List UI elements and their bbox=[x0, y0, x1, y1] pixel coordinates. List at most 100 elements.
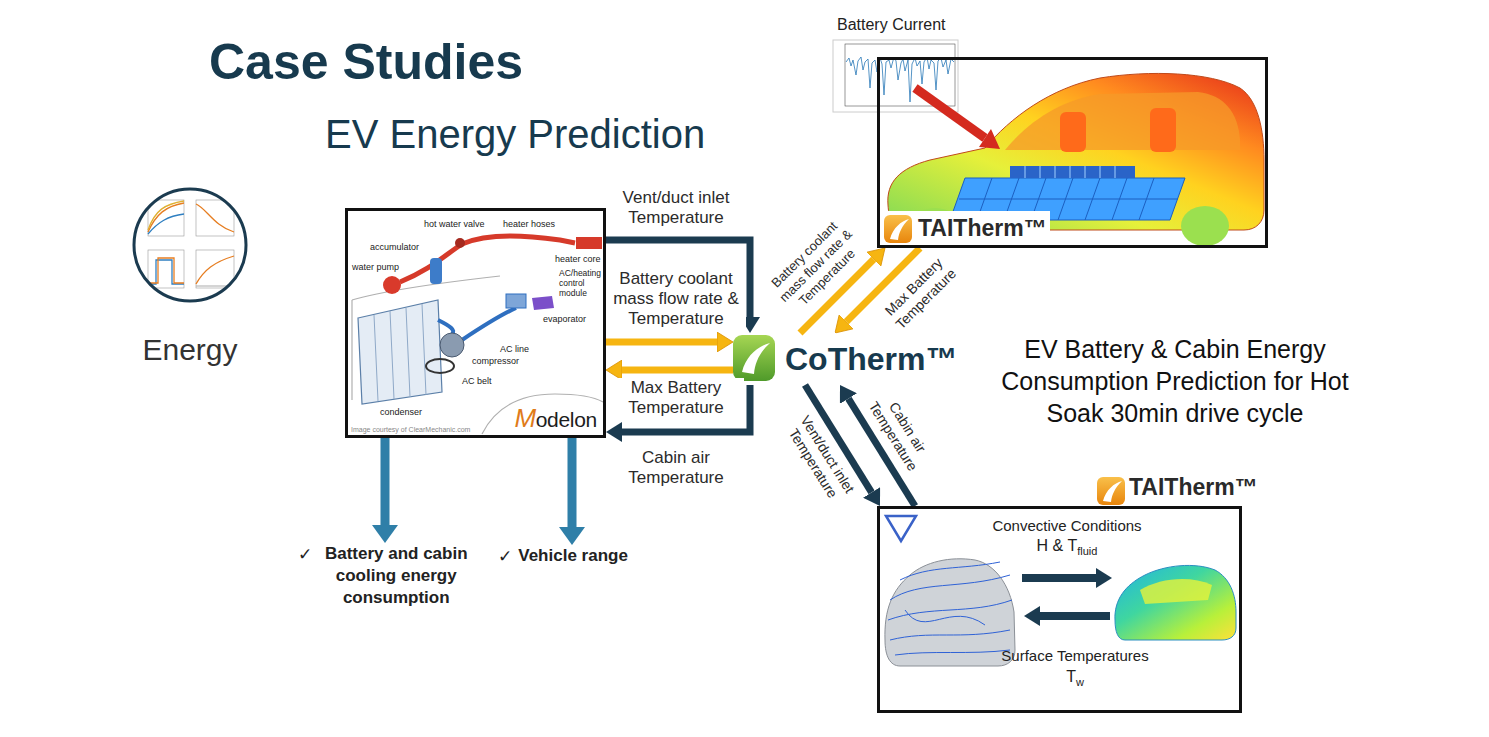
annotation: w bbox=[1076, 676, 1084, 688]
part-label: evaporator bbox=[543, 314, 586, 324]
app-icon bbox=[884, 215, 912, 243]
part-label: condenser bbox=[380, 407, 422, 417]
formula-group: H & Tfluid bbox=[1007, 537, 1127, 557]
flow-arrow bbox=[622, 367, 733, 374]
flow-arrow bbox=[568, 438, 577, 527]
node-label: Modelon bbox=[514, 403, 597, 434]
annotation: T bbox=[1066, 668, 1076, 685]
energy-charts bbox=[148, 214, 184, 234]
hvac-illustration bbox=[383, 276, 401, 294]
part-label: hot water valve bbox=[424, 219, 485, 229]
battery-car bbox=[1005, 92, 1240, 150]
edge-label: Max Battery Temperature bbox=[609, 378, 744, 418]
app-icon bbox=[1097, 477, 1125, 505]
node-label: Battery and cabin cooling energy consump… bbox=[318, 543, 474, 609]
battery-car bbox=[1010, 166, 1135, 178]
formula-group: Tw bbox=[1015, 668, 1135, 688]
part-label: compressor bbox=[472, 356, 519, 366]
slide-title: Case Studies bbox=[209, 33, 523, 91]
part-label: AC/heating control module bbox=[559, 268, 603, 298]
hvac-illustration bbox=[440, 333, 464, 357]
hvac-illustration bbox=[352, 236, 603, 434]
cfd-coupling bbox=[886, 516, 916, 541]
cfd-coupling bbox=[1140, 579, 1212, 604]
node-label: TAITherm™ bbox=[1129, 474, 1258, 501]
cfd-coupling bbox=[1024, 606, 1040, 626]
battery-car bbox=[1181, 206, 1229, 245]
flow-arrow bbox=[606, 339, 717, 346]
annotation: Surface Temperatures bbox=[975, 647, 1175, 664]
battery-car bbox=[979, 129, 1000, 149]
energy-charts bbox=[196, 256, 234, 284]
node-label: ✓ bbox=[298, 543, 312, 565]
cfd-coupling bbox=[885, 559, 1015, 666]
app-icon bbox=[733, 335, 775, 381]
edge-label: Battery coolant mass flow rate & Tempera… bbox=[760, 210, 872, 322]
hvac-illustration bbox=[358, 300, 442, 404]
edge-label: Cabin air Temperature bbox=[609, 448, 744, 488]
cfd-coupling bbox=[1039, 612, 1110, 620]
energy-charts bbox=[148, 200, 184, 236]
edge-label: Max Battery Temperature bbox=[873, 246, 968, 341]
part-label: AC line bbox=[500, 344, 529, 354]
hvac-illustration bbox=[426, 359, 454, 373]
part-label: heater core bbox=[555, 254, 601, 264]
battery-car bbox=[880, 211, 1050, 245]
edge-label: Battery coolant mass flow rate & Tempera… bbox=[606, 269, 746, 329]
current-plot bbox=[846, 57, 954, 102]
energy-charts bbox=[148, 250, 184, 288]
app-icon bbox=[890, 219, 909, 240]
cfd-coupling bbox=[1022, 574, 1097, 582]
circle-outline bbox=[134, 189, 246, 301]
hvac-illustration bbox=[506, 294, 526, 308]
app-icon bbox=[742, 343, 770, 374]
energy-charts bbox=[148, 200, 234, 288]
node-label: ✓ bbox=[498, 545, 512, 567]
hvac-illustration bbox=[532, 296, 554, 310]
cfd-coupling bbox=[1115, 565, 1236, 640]
hvac-illustration bbox=[374, 304, 426, 401]
app-icon bbox=[1103, 481, 1122, 502]
battery-car bbox=[1025, 166, 1115, 178]
energy-charts bbox=[148, 258, 184, 283]
output-item: ✓ Battery and cabin cooling energy consum… bbox=[298, 543, 484, 609]
cfd-coupling bbox=[888, 562, 1012, 655]
energy-charts bbox=[196, 250, 234, 288]
hvac-illustration bbox=[351, 300, 352, 400]
hvac-illustration bbox=[400, 236, 575, 282]
battery-car bbox=[1150, 108, 1176, 152]
part-label: AC belt bbox=[462, 376, 492, 386]
node-label: Energy bbox=[142, 333, 237, 367]
battery-car bbox=[1060, 112, 1086, 152]
hvac-illustration bbox=[576, 237, 602, 249]
cosim-hub: CoTherm™ bbox=[733, 333, 957, 385]
hvac-illustration bbox=[352, 276, 500, 300]
flow-arrow bbox=[381, 438, 390, 525]
part-label: water pump bbox=[352, 262, 399, 272]
hvac-illustration bbox=[430, 258, 442, 284]
battery-car bbox=[915, 88, 985, 138]
thermal-box: TAITherm™ bbox=[877, 57, 1268, 248]
node-label: CoTherm™ bbox=[785, 341, 957, 378]
current-plot bbox=[845, 44, 955, 106]
edge-label: Vent/duct inlet Temperature bbox=[609, 188, 744, 228]
annotation: Battery Current bbox=[837, 16, 945, 34]
hvac-illustration bbox=[455, 238, 465, 248]
energy-charts bbox=[196, 204, 234, 232]
hvac-illustration bbox=[482, 394, 603, 434]
annotation: H & T bbox=[1037, 537, 1078, 554]
annotation: fluid bbox=[1077, 545, 1097, 557]
output-item: ✓ Vehicle range bbox=[498, 545, 628, 567]
cfd-coupling bbox=[885, 516, 1236, 666]
annotation: EV Energy Prediction bbox=[325, 112, 705, 157]
part-label: accumulator bbox=[370, 242, 419, 252]
node-label: Vehicle range bbox=[518, 545, 628, 567]
chart-circle: Energy bbox=[132, 187, 248, 303]
circle-outline bbox=[132, 187, 248, 303]
part-label: heater hoses bbox=[503, 219, 555, 229]
part-label: Image courtesy of ClearMechanic.com bbox=[351, 426, 470, 433]
hvac-illustration bbox=[438, 320, 453, 334]
energy-charts bbox=[148, 201, 184, 230]
annotation: Convective Conditions bbox=[967, 517, 1167, 534]
